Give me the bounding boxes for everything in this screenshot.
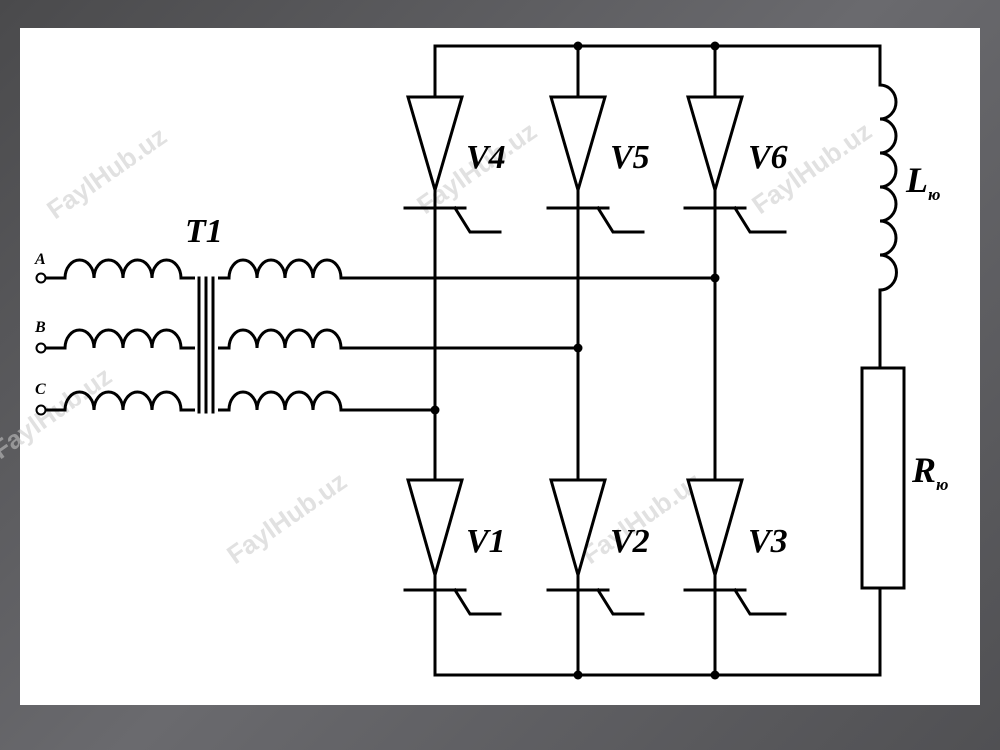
label-phase-b: B	[34, 319, 46, 336]
slide-panel	[20, 28, 980, 705]
junction-dot	[573, 41, 583, 51]
label-v6: V6	[748, 139, 788, 176]
primary-coil-a	[45, 258, 195, 280]
thyristor-v3	[683, 478, 787, 616]
resistor	[860, 366, 906, 590]
junction-dot	[573, 670, 583, 680]
watermark: FaylHub.uz	[221, 466, 352, 570]
thyristor-v1	[403, 478, 502, 616]
junction-dot	[710, 273, 720, 283]
thyristor-v2	[546, 478, 645, 616]
label-v2: V2	[610, 523, 650, 560]
label-resistor: Rю	[911, 450, 948, 494]
junction-dot	[710, 41, 720, 51]
junction-dot	[573, 343, 583, 353]
junctions	[430, 41, 720, 680]
label-v4: V4	[466, 139, 506, 176]
transformer-core	[197, 276, 215, 414]
secondary-coil-b	[218, 328, 345, 350]
label-inductor-sub: ю	[928, 185, 940, 204]
junction-dot	[430, 405, 440, 415]
label-v5: V5	[610, 139, 650, 176]
primary-coil-b	[45, 328, 195, 350]
label-v3: V3	[748, 523, 788, 560]
thyristor-v6	[683, 95, 787, 234]
labels: T1 A B C V4 V5 V6 V1 V2 V3 Lю Rю	[34, 139, 948, 560]
label-phase-a: A	[34, 251, 46, 268]
terminal-b	[35, 342, 47, 354]
label-v1: V1	[466, 523, 506, 560]
secondary-coil-a	[218, 258, 345, 280]
terminal-c	[35, 404, 47, 416]
junction-dot	[710, 670, 720, 680]
primary-coil-c	[45, 390, 195, 412]
secondary-coil-c	[218, 390, 345, 412]
terminal-a	[35, 272, 47, 284]
thyristor-v5	[546, 95, 645, 234]
watermark: FaylHub.uz	[0, 361, 117, 465]
label-t1: T1	[185, 213, 223, 250]
label-phase-c: C	[35, 381, 46, 398]
transformer	[35, 258, 345, 416]
label-inductor: Lю	[905, 160, 940, 204]
watermark: FaylHub.uz	[41, 121, 172, 225]
label-resistor-sub: ю	[936, 475, 948, 494]
inductor-coil	[879, 83, 898, 292]
thyristor-v4	[403, 95, 502, 234]
